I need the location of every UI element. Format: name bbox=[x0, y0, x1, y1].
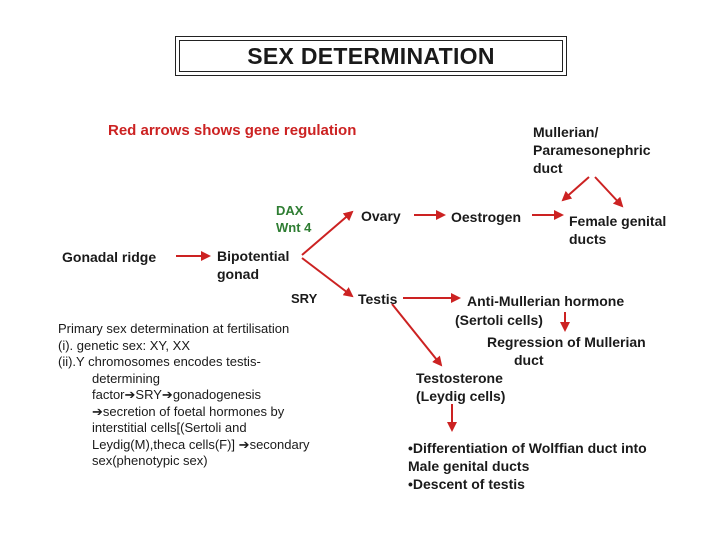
node-bipotential-gonad: Bipotential gonad bbox=[217, 247, 289, 283]
right-arrow-icon: ➔ bbox=[124, 387, 136, 402]
note-sry: SRY bbox=[135, 387, 162, 402]
page-title: SEX DETERMINATION bbox=[179, 40, 563, 72]
notes-block: Primary sex determination at fertilisati… bbox=[58, 321, 310, 470]
arrow-gonad-to-testis bbox=[301, 257, 354, 298]
right-arrow-icon: ➔ bbox=[161, 387, 173, 402]
mullerian-line-3: duct bbox=[533, 160, 563, 176]
right-arrow-icon: ➔ bbox=[92, 403, 103, 419]
note-line-7: interstitial cells[(Sertoli and bbox=[92, 420, 247, 435]
node-female-genital-ducts: Female genital ducts bbox=[569, 212, 666, 248]
arrow-testis-to-testosterone bbox=[391, 303, 443, 367]
mullerian-line-2: Paramesonephric bbox=[533, 142, 651, 158]
regression-line-1: Regression of Mullerian bbox=[487, 334, 646, 350]
outcome-line-3: •Descent of testis bbox=[408, 476, 525, 492]
arrow-mullerian-right bbox=[594, 176, 624, 208]
node-sertoli: (Sertoli cells) bbox=[455, 312, 543, 328]
node-testis: Testis bbox=[358, 291, 398, 307]
node-oestrogen: Oestrogen bbox=[451, 209, 522, 225]
note-line-5: factor➔SRY➔gonadogenesis bbox=[58, 387, 310, 404]
node-amh: Anti-Mullerian hormone bbox=[467, 293, 625, 309]
female-line-2: ducts bbox=[569, 231, 607, 247]
bipotential-line-2: gonad bbox=[217, 266, 259, 282]
right-arrow-icon: ➔ bbox=[238, 436, 250, 452]
leydig-line: (Leydig cells) bbox=[416, 388, 506, 404]
node-ovary: Ovary bbox=[361, 208, 401, 224]
dax-line: DAX bbox=[276, 203, 304, 218]
testosterone-line: Testosterone bbox=[416, 370, 503, 386]
note-line-6: ➔secretion of foetal hormones by bbox=[58, 404, 310, 421]
outcome-line-1: •Differentiation of Wolffian duct into bbox=[408, 440, 647, 456]
female-line-1: Female genital bbox=[569, 213, 667, 229]
title-box: SEX DETERMINATION bbox=[175, 36, 567, 76]
node-regression: Regression of Mullerian duct bbox=[487, 333, 646, 369]
outcome-line-2: Male genital ducts bbox=[408, 458, 530, 474]
note-line-2: (i). genetic sex: XY, XX bbox=[58, 337, 190, 353]
note-line-8: Leydig(M),theca cells(F)] ➔secondary bbox=[58, 437, 310, 454]
arrow-mullerian-left bbox=[561, 176, 590, 202]
node-gonadal-ridge: Gonadal ridge bbox=[62, 249, 157, 265]
arrow-gonad-to-ovary bbox=[301, 210, 354, 256]
note-gonadogenesis: gonadogenesis bbox=[172, 387, 262, 402]
note-secondary: secondary bbox=[249, 436, 310, 452]
note-line-1: Primary sex determination at fertilisati… bbox=[58, 321, 290, 336]
note-leydig: Leydig(M),theca cells(F)] bbox=[92, 436, 236, 452]
note-secretion: secretion of foetal hormones by bbox=[102, 403, 285, 419]
node-mullerian-duct: Mullerian/ Paramesonephric duct bbox=[533, 123, 651, 177]
note-line-4: determining bbox=[92, 370, 160, 386]
node-outcomes: •Differentiation of Wolffian duct into M… bbox=[408, 439, 647, 493]
note-line-3: (ii).Y chromosomes encodes testis- bbox=[58, 354, 261, 369]
bipotential-line-1: Bipotential bbox=[217, 248, 290, 264]
mullerian-line-1: Mullerian/ bbox=[533, 124, 599, 140]
note-factor: factor bbox=[92, 387, 125, 402]
node-testosterone: Testosterone (Leydig cells) bbox=[416, 369, 505, 405]
node-sry: SRY bbox=[291, 291, 318, 306]
node-dax-wnt4: DAX Wnt 4 bbox=[276, 202, 311, 236]
regression-line-2: duct bbox=[514, 352, 544, 368]
legend-note: Red arrows shows gene regulation bbox=[108, 122, 357, 139]
wnt4-line: Wnt 4 bbox=[276, 220, 312, 235]
note-line-9: sex(phenotypic sex) bbox=[92, 453, 208, 468]
